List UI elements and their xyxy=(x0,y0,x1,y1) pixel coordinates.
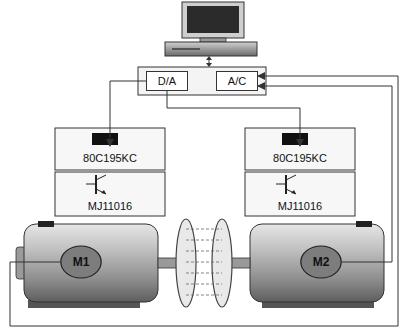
node-text: M2 xyxy=(313,255,330,269)
motor-label: M1 xyxy=(60,245,102,279)
converter-box xyxy=(138,67,266,95)
coupling-strand xyxy=(186,240,222,241)
node-text: 80C195KC xyxy=(83,152,137,164)
motor-badge-outline xyxy=(301,246,341,278)
controller-label: 80C195KC xyxy=(56,146,164,169)
coupling xyxy=(176,219,232,307)
motor-right xyxy=(230,221,384,308)
signal-wire xyxy=(110,81,146,146)
motor-label: M2 xyxy=(300,245,342,279)
node-text: MJ11016 xyxy=(88,200,132,212)
signal-wire xyxy=(258,86,392,262)
converter-port: D/A xyxy=(146,71,188,91)
coupling-strand xyxy=(186,229,222,230)
driver-label: MJ11016 xyxy=(56,197,164,215)
node-text: M1 xyxy=(73,255,90,269)
driver-label: MJ11016 xyxy=(246,197,354,215)
node-text: D/A xyxy=(158,75,176,87)
controller-label: 80C195KC xyxy=(246,146,354,169)
node-text: A/C xyxy=(228,75,246,87)
coupling-strand xyxy=(186,284,222,285)
coupling-strand xyxy=(186,295,222,296)
converter-port: A/C xyxy=(216,71,258,91)
driver-left xyxy=(55,172,165,216)
signal-wire xyxy=(10,76,398,326)
coupling-strand xyxy=(186,262,222,263)
motor-badge-outline xyxy=(61,246,101,278)
coupling-strand xyxy=(186,273,222,274)
node-text: 80C195KC xyxy=(273,152,327,164)
signal-wire xyxy=(167,91,300,146)
motor-left xyxy=(16,221,178,308)
node-text: MJ11016 xyxy=(278,200,322,212)
coupling-strand xyxy=(186,251,222,252)
driver-right xyxy=(245,172,355,216)
bus-arrow xyxy=(206,56,212,67)
computer xyxy=(165,2,257,56)
